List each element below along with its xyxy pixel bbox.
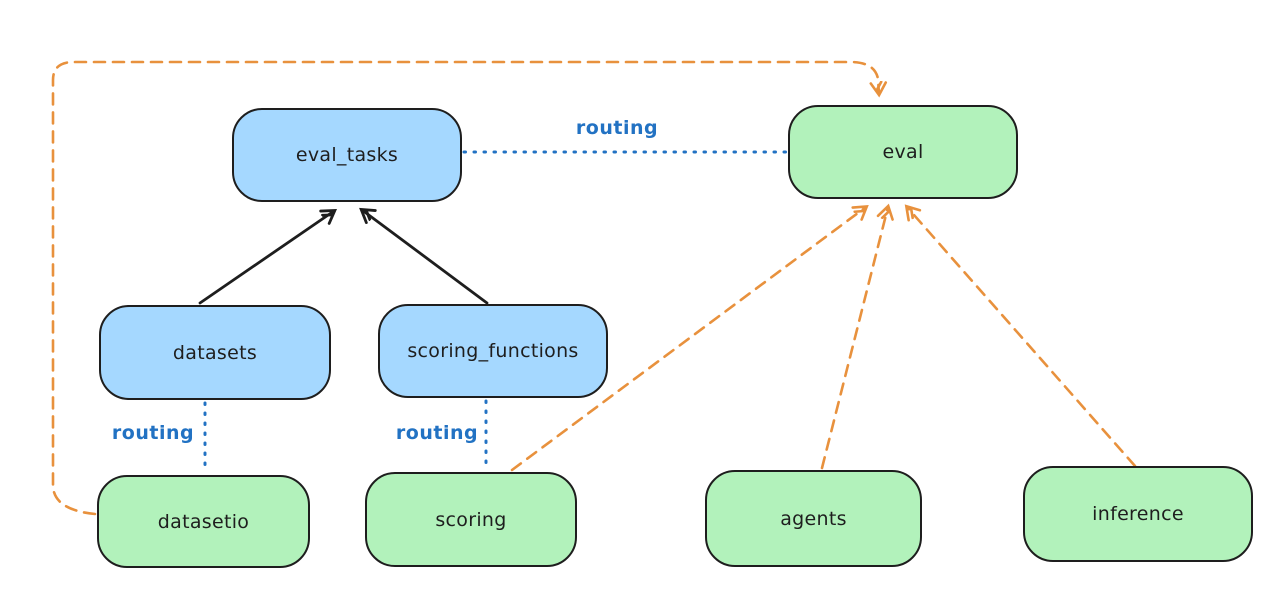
edge-inference-to-eval bbox=[907, 207, 1137, 468]
node-eval-tasks: eval_tasks bbox=[232, 108, 462, 202]
node-agents-label: agents bbox=[780, 507, 847, 530]
node-datasetio: datasetio bbox=[97, 475, 310, 568]
node-scoring-functions: scoring_functions bbox=[378, 304, 608, 398]
node-scoring-label: scoring bbox=[435, 508, 507, 531]
edge-scoring-to-eval bbox=[510, 207, 866, 472]
edge-datasets-to-eval-tasks bbox=[198, 211, 334, 305]
edge-scoring-functions-to-eval-tasks bbox=[362, 210, 489, 305]
edge-label-routing-datasets-datasetio: routing bbox=[111, 422, 195, 444]
node-inference-label: inference bbox=[1092, 503, 1184, 525]
node-eval: eval bbox=[788, 105, 1018, 199]
node-inference: inference bbox=[1023, 466, 1253, 562]
edge-label-routing-scoring-functions-scoring: routing bbox=[395, 422, 479, 444]
node-eval-label: eval bbox=[882, 141, 924, 163]
node-eval-tasks-label: eval_tasks bbox=[295, 144, 399, 166]
node-scoring: scoring bbox=[365, 472, 577, 567]
node-scoring-functions-label: scoring_functions bbox=[407, 340, 579, 362]
edge-agents-to-eval bbox=[820, 207, 888, 470]
node-datasetio-label: datasetio bbox=[157, 510, 250, 533]
edge-datasetio-to-eval-loop bbox=[51, 60, 879, 516]
node-datasets: datasets bbox=[99, 305, 331, 400]
edge-label-routing-eval-tasks-eval: routing bbox=[575, 117, 659, 139]
node-agents: agents bbox=[705, 470, 922, 567]
node-datasets-label: datasets bbox=[172, 341, 258, 364]
